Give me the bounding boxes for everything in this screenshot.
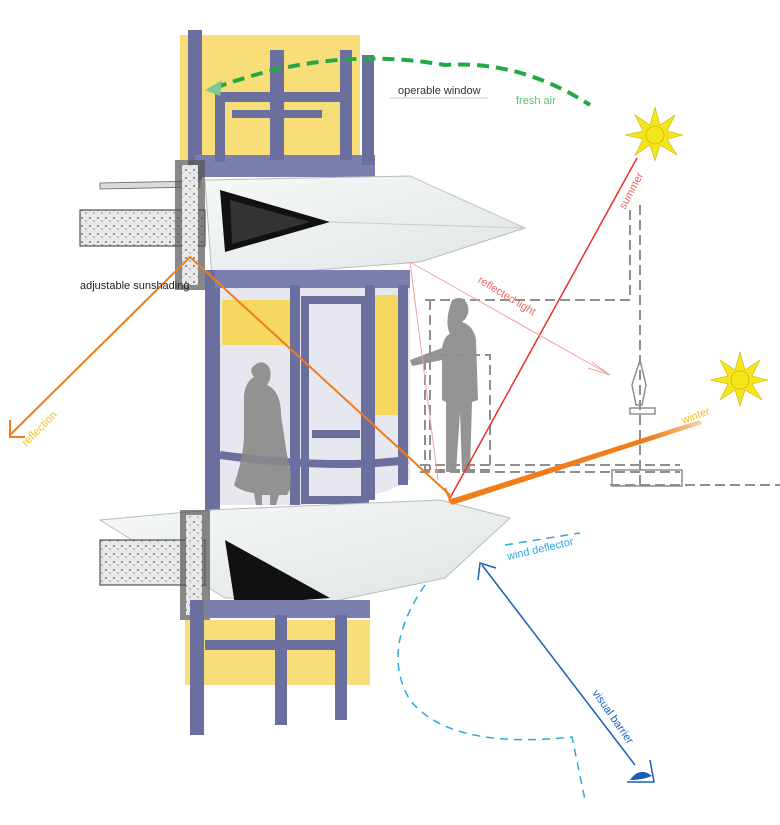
man-figure (410, 298, 478, 472)
winter-arrowhead (444, 487, 466, 502)
reflected-light-rays (409, 261, 611, 481)
label-reflection: reflection (20, 409, 60, 449)
eye-icon (627, 759, 655, 783)
summer-ray (449, 157, 638, 499)
label-summer: summer (617, 170, 646, 211)
upper-floor-slab (79, 160, 206, 290)
visual-barrier-arrowhead (477, 562, 497, 581)
label-visual-barrier: visual barrier (590, 688, 636, 747)
label-adjustable-sunshading: adjustable sunshading (80, 280, 189, 292)
fresh-air-arrowhead (205, 80, 222, 96)
label-operable-window: operable window (398, 85, 481, 97)
winter-sun-icon (709, 350, 769, 408)
upper-sunshading-canopy (204, 175, 527, 279)
chair-outline (611, 357, 683, 487)
woman-figure (234, 362, 291, 505)
upper-operable-window (180, 30, 375, 180)
summer-sun-icon (624, 105, 684, 163)
winter-ray (448, 420, 702, 505)
fresh-air-arrow (214, 56, 592, 107)
label-reflected-light: reflected light (475, 274, 537, 318)
wind-deflector-path (397, 532, 586, 801)
lower-window (185, 600, 370, 735)
reflection-arrowhead (9, 420, 25, 438)
reflection-ray (9, 255, 451, 496)
label-fresh-air: fresh air (516, 95, 556, 107)
visual-barrier-line (481, 564, 636, 766)
bay-window (205, 270, 410, 515)
